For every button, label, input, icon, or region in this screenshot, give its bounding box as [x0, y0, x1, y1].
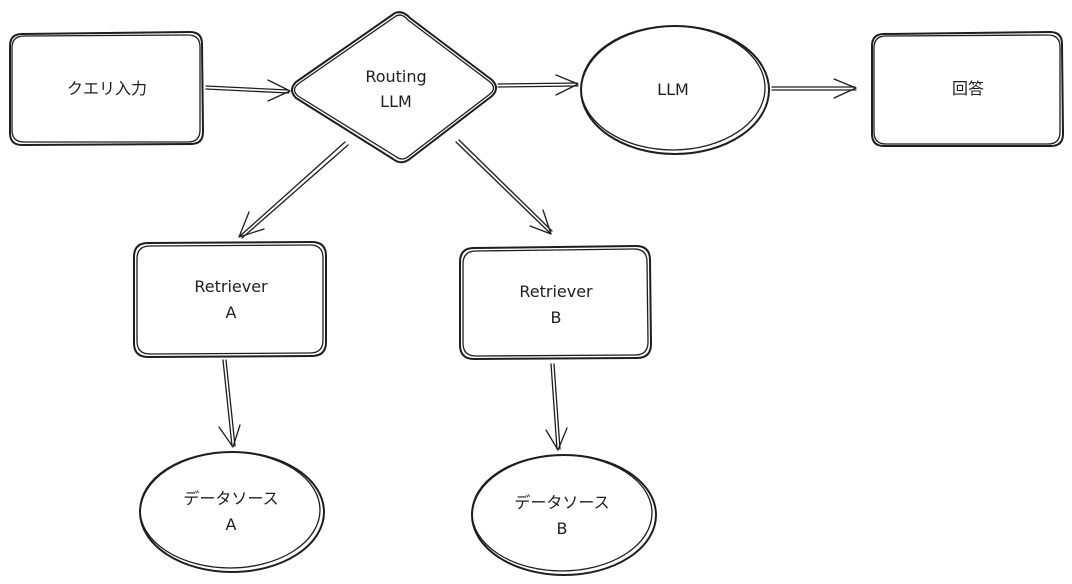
retriever-a-label-line1: Retriever	[194, 277, 268, 296]
node-routing-llm: Routing LLM	[291, 11, 497, 164]
retriever-b-label-line2: B	[551, 308, 562, 327]
retriever-a-label-line2: A	[226, 303, 237, 322]
arrow-routing-to-llm	[497, 74, 579, 96]
node-retriever-a: Retriever A	[133, 241, 327, 358]
datasource-b-label-line2: B	[557, 519, 568, 538]
arrow-retriever-a-to-datasource-a	[218, 359, 241, 448]
arrow-llm-to-answer	[771, 78, 857, 99]
routing-llm-label-line1: Routing	[365, 67, 426, 86]
node-datasource-b: データソース B	[471, 454, 657, 576]
routing-llm-shape	[291, 11, 497, 164]
arrow-query-to-routing	[205, 79, 291, 102]
retriever-b-label-line1: Retriever	[519, 282, 593, 301]
datasource-a-label-line1: データソース	[183, 489, 278, 508]
query-input-label: クエリ入力	[67, 79, 147, 98]
node-llm: LLM	[580, 25, 770, 155]
datasource-a-shape	[139, 451, 325, 573]
datasource-b-shape	[471, 454, 657, 576]
llm-label: LLM	[657, 80, 689, 99]
datasource-b-label-line1: データソース	[514, 493, 609, 512]
node-datasource-a: データソース A	[139, 451, 325, 573]
arrow-routing-to-retriever-b	[455, 139, 553, 235]
arrow-retriever-b-to-datasource-b	[545, 363, 568, 451]
datasource-a-label-line2: A	[226, 515, 237, 534]
routing-llm-label-line2: LLM	[380, 92, 412, 111]
answer-label: 回答	[952, 79, 984, 98]
node-answer: 回答	[871, 31, 1064, 147]
node-query-input: クエリ入力	[9, 31, 204, 146]
arrow-routing-to-retriever-a	[238, 141, 349, 239]
node-retriever-b: Retriever B	[459, 245, 652, 360]
